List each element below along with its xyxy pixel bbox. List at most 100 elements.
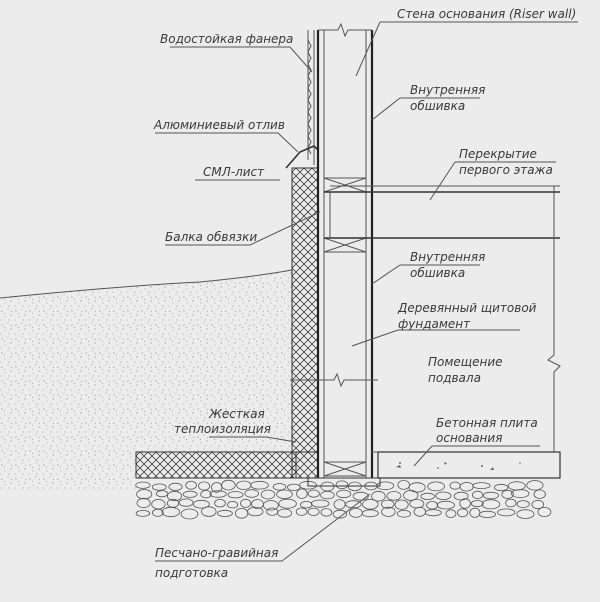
gravel-stone <box>426 501 439 510</box>
gravel-stone <box>361 509 379 518</box>
label-sml-sheet: СМЛ-лист <box>203 165 265 179</box>
gravel-stone <box>470 500 484 508</box>
gravel-stone <box>516 509 535 519</box>
gravel-stone <box>168 482 183 491</box>
label-gravel-line2: подготовка <box>155 566 228 580</box>
gravel-stone <box>272 483 287 491</box>
insulation-overlap <box>291 451 319 479</box>
label-floor-line1: Перекрытие <box>459 147 537 161</box>
gravel-stone <box>482 491 499 500</box>
gravel-stone <box>371 490 386 502</box>
label-concrete-slab-line1: Бетонная плита <box>436 416 538 430</box>
gravel-stone <box>192 499 210 509</box>
gravel-stone <box>198 481 211 491</box>
gravel-stone <box>436 500 455 510</box>
gravel-stone <box>335 480 349 490</box>
label-inner-sheathing-2-line2: обшивка <box>410 266 465 280</box>
gravel-stone <box>185 480 197 490</box>
plywood-texture <box>307 39 312 155</box>
gravel-stone <box>247 506 264 517</box>
gravel-stone <box>295 507 308 516</box>
gravel-stone <box>424 509 442 517</box>
gravel-stone <box>472 482 491 490</box>
floor-joist <box>324 185 560 239</box>
label-aluminium-flashing: Алюминиевый отлив <box>153 118 285 132</box>
gravel-stone <box>310 499 330 508</box>
gravel-stone <box>333 499 346 510</box>
gravel-stone <box>227 501 239 509</box>
bottom-plate <box>323 461 367 477</box>
gravel-stone <box>396 509 412 518</box>
soil-fill <box>0 270 292 490</box>
slab-aggregate <box>396 462 521 470</box>
gravel-stone <box>221 479 236 491</box>
gravel-stone <box>531 499 545 510</box>
gravel-stone <box>286 483 301 491</box>
gravel-stone <box>166 490 182 502</box>
label-basement-line1: Помещение <box>428 355 503 369</box>
gravel-stone <box>427 481 445 492</box>
concrete-slab <box>377 451 561 479</box>
gravel-stone <box>403 489 419 501</box>
gravel-stone <box>381 499 395 509</box>
gravel-stone <box>459 498 471 509</box>
gravel-stone <box>494 483 509 492</box>
gravel-stone <box>244 489 260 498</box>
gravel-stone <box>533 489 546 499</box>
gravel-stone <box>478 510 496 519</box>
label-rigid-insulation-line2: теплоизоляция <box>174 422 271 436</box>
gravel-stone <box>182 490 198 498</box>
gravel-stone <box>260 489 276 500</box>
gravel-stone <box>445 509 457 519</box>
gravel-stone <box>386 491 402 501</box>
right-break-line <box>547 238 561 452</box>
label-concrete-slab-line2: основания <box>436 431 502 445</box>
label-riser-wall: Стена основания (Riser wall) <box>397 7 576 21</box>
gravel-stone <box>435 491 452 500</box>
gravel-stone <box>526 480 544 491</box>
gravel-stone <box>471 490 484 499</box>
gravel-stone <box>501 489 514 499</box>
gravel-stone <box>481 499 501 510</box>
gravel-stone <box>394 499 409 510</box>
gravel-stone <box>362 498 379 510</box>
label-basement-line2: подвала <box>428 371 481 385</box>
gravel-stone <box>420 492 435 500</box>
gravel-stone <box>250 480 269 490</box>
label-inner-sheathing-2-line1: Внутренняя <box>410 250 485 264</box>
gravel-stone <box>240 498 252 508</box>
gravel-stone <box>505 498 517 508</box>
label-inner-sheathing-1-line2: обшивка <box>410 99 465 113</box>
gravel-stone <box>200 490 212 499</box>
gravel-stone <box>397 479 411 490</box>
gravel-stone <box>214 499 226 508</box>
gravel-stone <box>320 508 333 517</box>
gravel-stone <box>537 506 552 517</box>
gravel-stone <box>345 500 362 509</box>
label-plywood: Водостойкая фанера <box>160 32 293 46</box>
gravel-stone <box>457 508 469 518</box>
gravel-stone <box>151 483 167 491</box>
gravel-stone <box>276 489 293 500</box>
label-floor-line2: первого этажа <box>459 163 553 177</box>
leader-lines <box>155 21 578 562</box>
gravel-stone <box>178 498 194 507</box>
gravel-stone <box>136 497 151 509</box>
gravel-stone <box>516 500 530 509</box>
label-sill-beam: Балка обвязки <box>165 230 257 244</box>
label-wood-foundation-line2: фундамент <box>398 317 471 331</box>
gravel-stone <box>152 508 164 517</box>
gravel-stone <box>511 489 530 499</box>
gravel-stone <box>135 481 151 489</box>
gravel-stone <box>307 507 320 516</box>
label-inner-sheathing-1-line1: Внутренняя <box>410 83 485 97</box>
label-wood-foundation-line1: Деревянный щитовой <box>397 301 537 315</box>
gravel-stone <box>352 491 369 501</box>
gravel-stone <box>408 482 426 493</box>
gravel-stone <box>332 509 348 519</box>
gravel-stone <box>307 489 320 498</box>
gravel-stone <box>381 506 396 517</box>
